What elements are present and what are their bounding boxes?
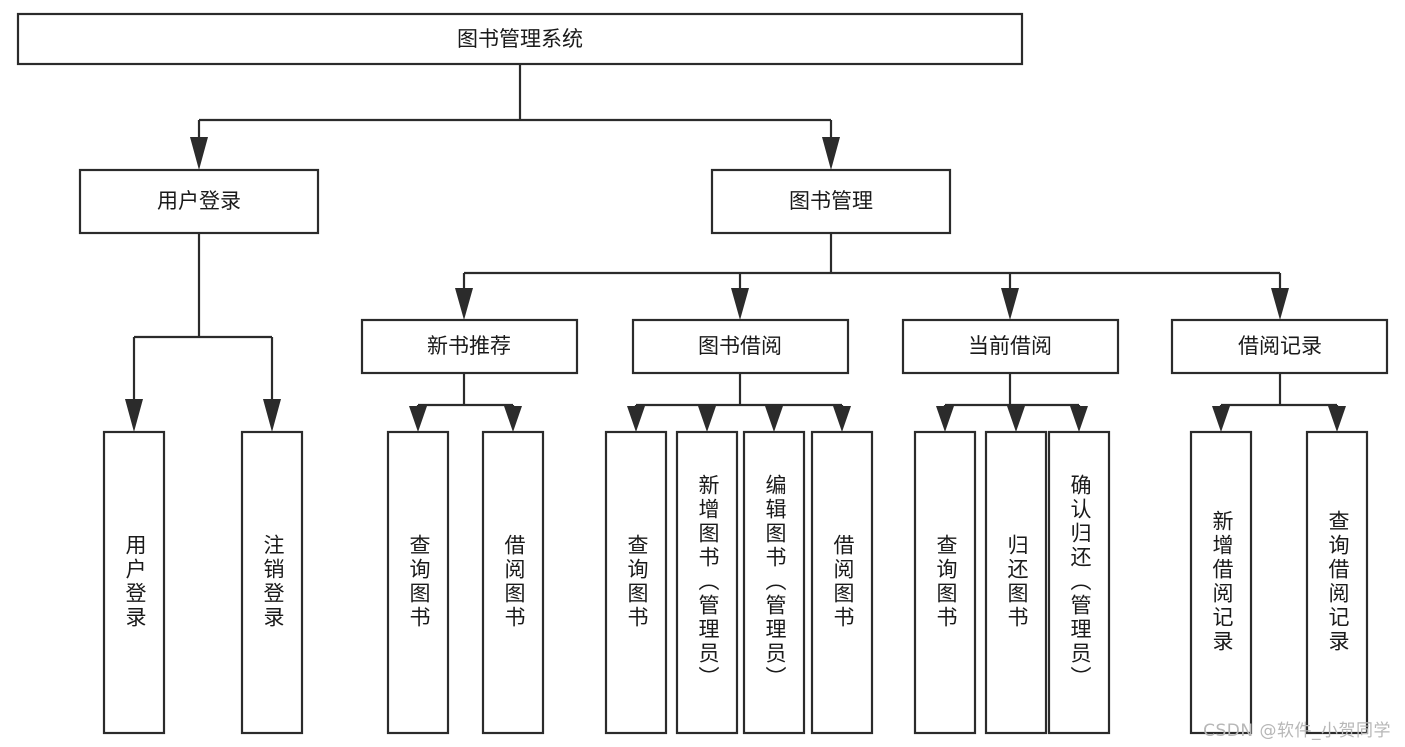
connector-group-book-borrow [627,373,851,432]
node-leaf-return-book-box[interactable] [984,430,1048,735]
node-user-login-box[interactable] [78,168,320,235]
arrowhead-leaf-add-record [1212,406,1230,432]
arrowhead-leaf-add-book [698,406,716,432]
arrowhead-leaf-logout [263,399,281,432]
node-user-login[interactable]: 用户登录 [78,168,320,235]
arrowhead-leaf-user-login [125,399,143,432]
node-leaf-return-book[interactable]: 归还图书 [984,430,1048,735]
node-book-manage-box[interactable] [710,168,952,235]
node-leaf-user-login[interactable]: 用户登录 [102,430,166,735]
node-leaf-borrow-book-2[interactable]: 借阅图书 [810,430,874,735]
node-leaf-query-book-2-label: 查询图书 [625,534,649,630]
arrowhead-new-book [455,288,473,320]
connector-group-current-borrow [936,373,1088,432]
node-book-manage-label: 图书管理 [789,189,873,213]
arrowhead-leaf-query-record [1328,406,1346,432]
node-leaf-query-book-3-box[interactable] [913,430,977,735]
node-leaf-user-login-box[interactable] [102,430,166,735]
node-leaf-borrow-book-2-label: 借阅图书 [831,534,855,630]
node-leaf-confirm-return-label: 确认归还（管理员） [1068,474,1092,690]
node-root-system[interactable]: 图书管理系统 [16,12,1024,66]
node-leaf-edit-book[interactable]: 编辑图书（管理员） [742,430,806,735]
node-root-system-label: 图书管理系统 [457,27,583,51]
node-leaf-query-book-1-label: 查询图书 [407,534,431,630]
node-leaf-add-book[interactable]: 新增图书（管理员） [675,430,739,735]
arrowhead-leaf-edit-book [765,406,783,432]
arrowhead-leaf-query-book-2 [627,406,645,432]
node-leaf-edit-book-box[interactable] [742,430,806,735]
node-leaf-query-record[interactable]: 查询借阅记录 [1305,430,1369,735]
node-borrow-record-label: 借阅记录 [1238,334,1322,358]
node-user-login-label: 用户登录 [157,189,241,213]
node-leaf-query-book-3-label: 查询图书 [934,534,958,630]
node-leaf-borrow-book-2-box[interactable] [810,430,874,735]
node-leaf-return-book-label: 归还图书 [1005,534,1029,630]
arrowhead-leaf-query-book-3 [936,406,954,432]
connector-group-borrow-record [1212,373,1346,432]
node-leaf-edit-book-label: 编辑图书（管理员） [763,474,787,690]
node-book-borrow[interactable]: 图书借阅 [631,318,850,375]
node-leaf-query-book-1-box[interactable] [386,430,450,735]
arrowhead-leaf-return-book [1007,406,1025,432]
node-leaf-borrow-book-1-label: 借阅图书 [502,534,526,630]
arrowhead-leaf-query-book-1 [409,406,427,432]
node-leaf-query-record-label: 查询借阅记录 [1326,510,1350,654]
node-borrow-record[interactable]: 借阅记录 [1170,318,1389,375]
node-book-manage[interactable]: 图书管理 [710,168,952,235]
arrowhead-book-borrow [731,288,749,320]
node-leaf-logout-box[interactable] [240,430,304,735]
node-borrow-record-box[interactable] [1170,318,1389,375]
node-leaf-add-book-label: 新增图书（管理员） [696,474,720,690]
node-leaf-add-book-box[interactable] [675,430,739,735]
node-root-system-box[interactable] [16,12,1024,66]
arrowhead-leaf-borrow-book-1 [504,406,522,432]
connector-group-new-book [409,373,522,432]
node-leaf-query-book-3[interactable]: 查询图书 [913,430,977,735]
node-leaf-user-login-label: 用户登录 [123,534,147,630]
connector-group-root [190,64,840,170]
arrowhead-user-login [190,137,208,170]
node-leaf-query-book-2[interactable]: 查询图书 [604,430,668,735]
node-new-book-recommend-label: 新书推荐 [427,334,511,358]
node-leaf-add-record-label: 新增借阅记录 [1210,510,1234,654]
node-leaf-logout[interactable]: 注销登录 [240,430,304,735]
node-leaf-borrow-book-1[interactable]: 借阅图书 [481,430,545,735]
connector-group-book-manage [455,233,1289,320]
node-new-book-recommend-box[interactable] [360,318,579,375]
node-leaf-confirm-return-box[interactable] [1047,430,1111,735]
node-book-borrow-label: 图书借阅 [698,334,782,358]
connector-group-user-login [125,233,281,432]
arrowhead-leaf-borrow-book-2 [833,406,851,432]
node-new-book-recommend[interactable]: 新书推荐 [360,318,579,375]
node-leaf-borrow-book-1-box[interactable] [481,430,545,735]
node-book-borrow-box[interactable] [631,318,850,375]
node-leaf-logout-label: 注销登录 [261,534,285,630]
node-current-borrow-label: 当前借阅 [968,334,1052,358]
node-leaf-query-book-2-box[interactable] [604,430,668,735]
node-leaf-query-book-1[interactable]: 查询图书 [386,430,450,735]
node-leaf-add-record[interactable]: 新增借阅记录 [1189,430,1253,735]
arrowhead-leaf-confirm-return [1070,406,1088,432]
node-current-borrow[interactable]: 当前借阅 [901,318,1120,375]
node-leaf-query-record-box[interactable] [1305,430,1369,735]
arrowhead-book-manage [822,137,840,170]
node-leaf-add-record-box[interactable] [1189,430,1253,735]
node-current-borrow-box[interactable] [901,318,1120,375]
arrowhead-current-borrow [1001,288,1019,320]
node-leaf-confirm-return[interactable]: 确认归还（管理员） [1047,430,1111,735]
arrowhead-borrow-record [1271,288,1289,320]
